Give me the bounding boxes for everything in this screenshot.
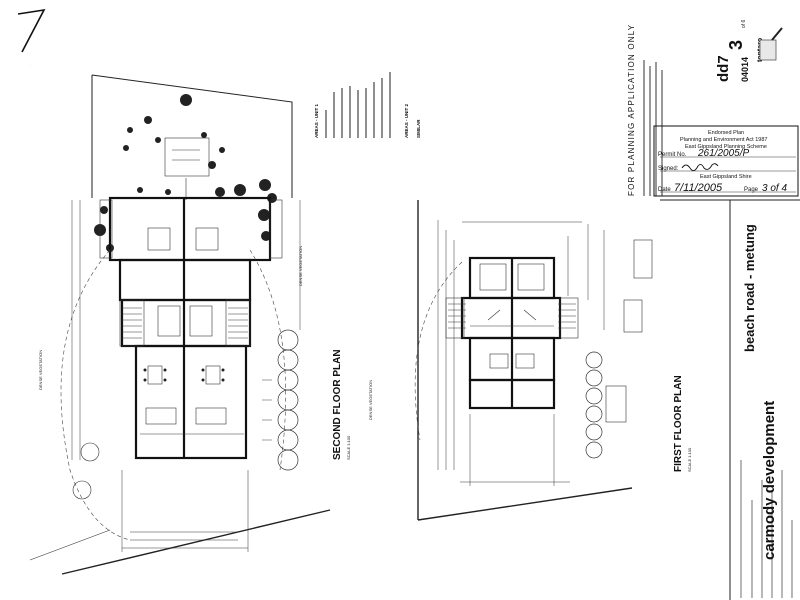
brand-logo: [759, 39, 777, 61]
area-schedule: AREAS - UNIT 1 AREAS - UNIT 2 SIMILAR: [314, 72, 421, 138]
first-floor-plan: FIRST FLOOR PLAN SCALE 1:100 DENSE VEGET…: [368, 200, 692, 521]
second-floor-scale: SCALE 1:100: [346, 435, 351, 460]
area-schedule-similar: SIMILAR: [416, 119, 421, 138]
first-floor-scale: SCALE 1:100: [687, 447, 692, 472]
first-floor-plan-title: FIRST FLOOR PLAN: [673, 375, 684, 472]
shire-name: East Gippsland Shire: [700, 174, 752, 180]
endorsement-scheme: East Gippsland Planning Scheme: [685, 144, 767, 150]
title-block: FOR PLANNING APPLICATION ONLY carmody de…: [627, 19, 800, 600]
endorsement-stamp: Endorsed Plan Planning and Environment A…: [653, 125, 799, 197]
endorsement-heading: Endorsed Plan: [708, 130, 744, 136]
signature-mark: [681, 163, 719, 171]
dense-vegetation-label-mid: DENSE VEGETATION: [368, 380, 373, 420]
area-schedule-unit1-heading: AREAS - UNIT 1: [314, 104, 319, 139]
sheet-number: 3: [726, 40, 746, 50]
dense-vegetation-label-right: DENSE VEGETATION: [298, 246, 303, 286]
endorsement-act: Planning and Environment Act 1987: [680, 137, 767, 143]
permit-number: 261/2005/P: [697, 148, 749, 159]
second-floor-plan: SECOND FLOOR PLAN SCALE 1:100 DENSE VEGE…: [29, 74, 351, 575]
permit-label: Permit No.: [658, 152, 687, 158]
area-schedule-unit2-heading: AREAS - UNIT 2: [404, 104, 409, 139]
date-value: 7/11/2005: [674, 182, 723, 194]
date-label: Date: [658, 187, 671, 193]
tree-cluster: [94, 94, 277, 252]
page-value: 3 of 4: [762, 183, 787, 194]
drawing-code: dd7: [715, 55, 732, 82]
sheet-mark-label: 7: [30, 65, 31, 67]
planning-application-note: FOR PLANNING APPLICATION ONLY: [627, 24, 636, 196]
company-name: carmody development: [761, 401, 778, 560]
signed-label: Signed:: [658, 166, 679, 172]
sheet-mark: 7: [17, 8, 46, 67]
second-floor-plan-title: SECOND FLOOR PLAN: [332, 349, 343, 460]
project-name: beach road - metung: [742, 224, 757, 352]
dense-vegetation-label-left: DENSE VEGETATION: [38, 350, 43, 390]
job-number: 04014: [740, 57, 750, 82]
sheet-of: of 6: [741, 19, 747, 28]
page-label: Page: [744, 187, 759, 193]
